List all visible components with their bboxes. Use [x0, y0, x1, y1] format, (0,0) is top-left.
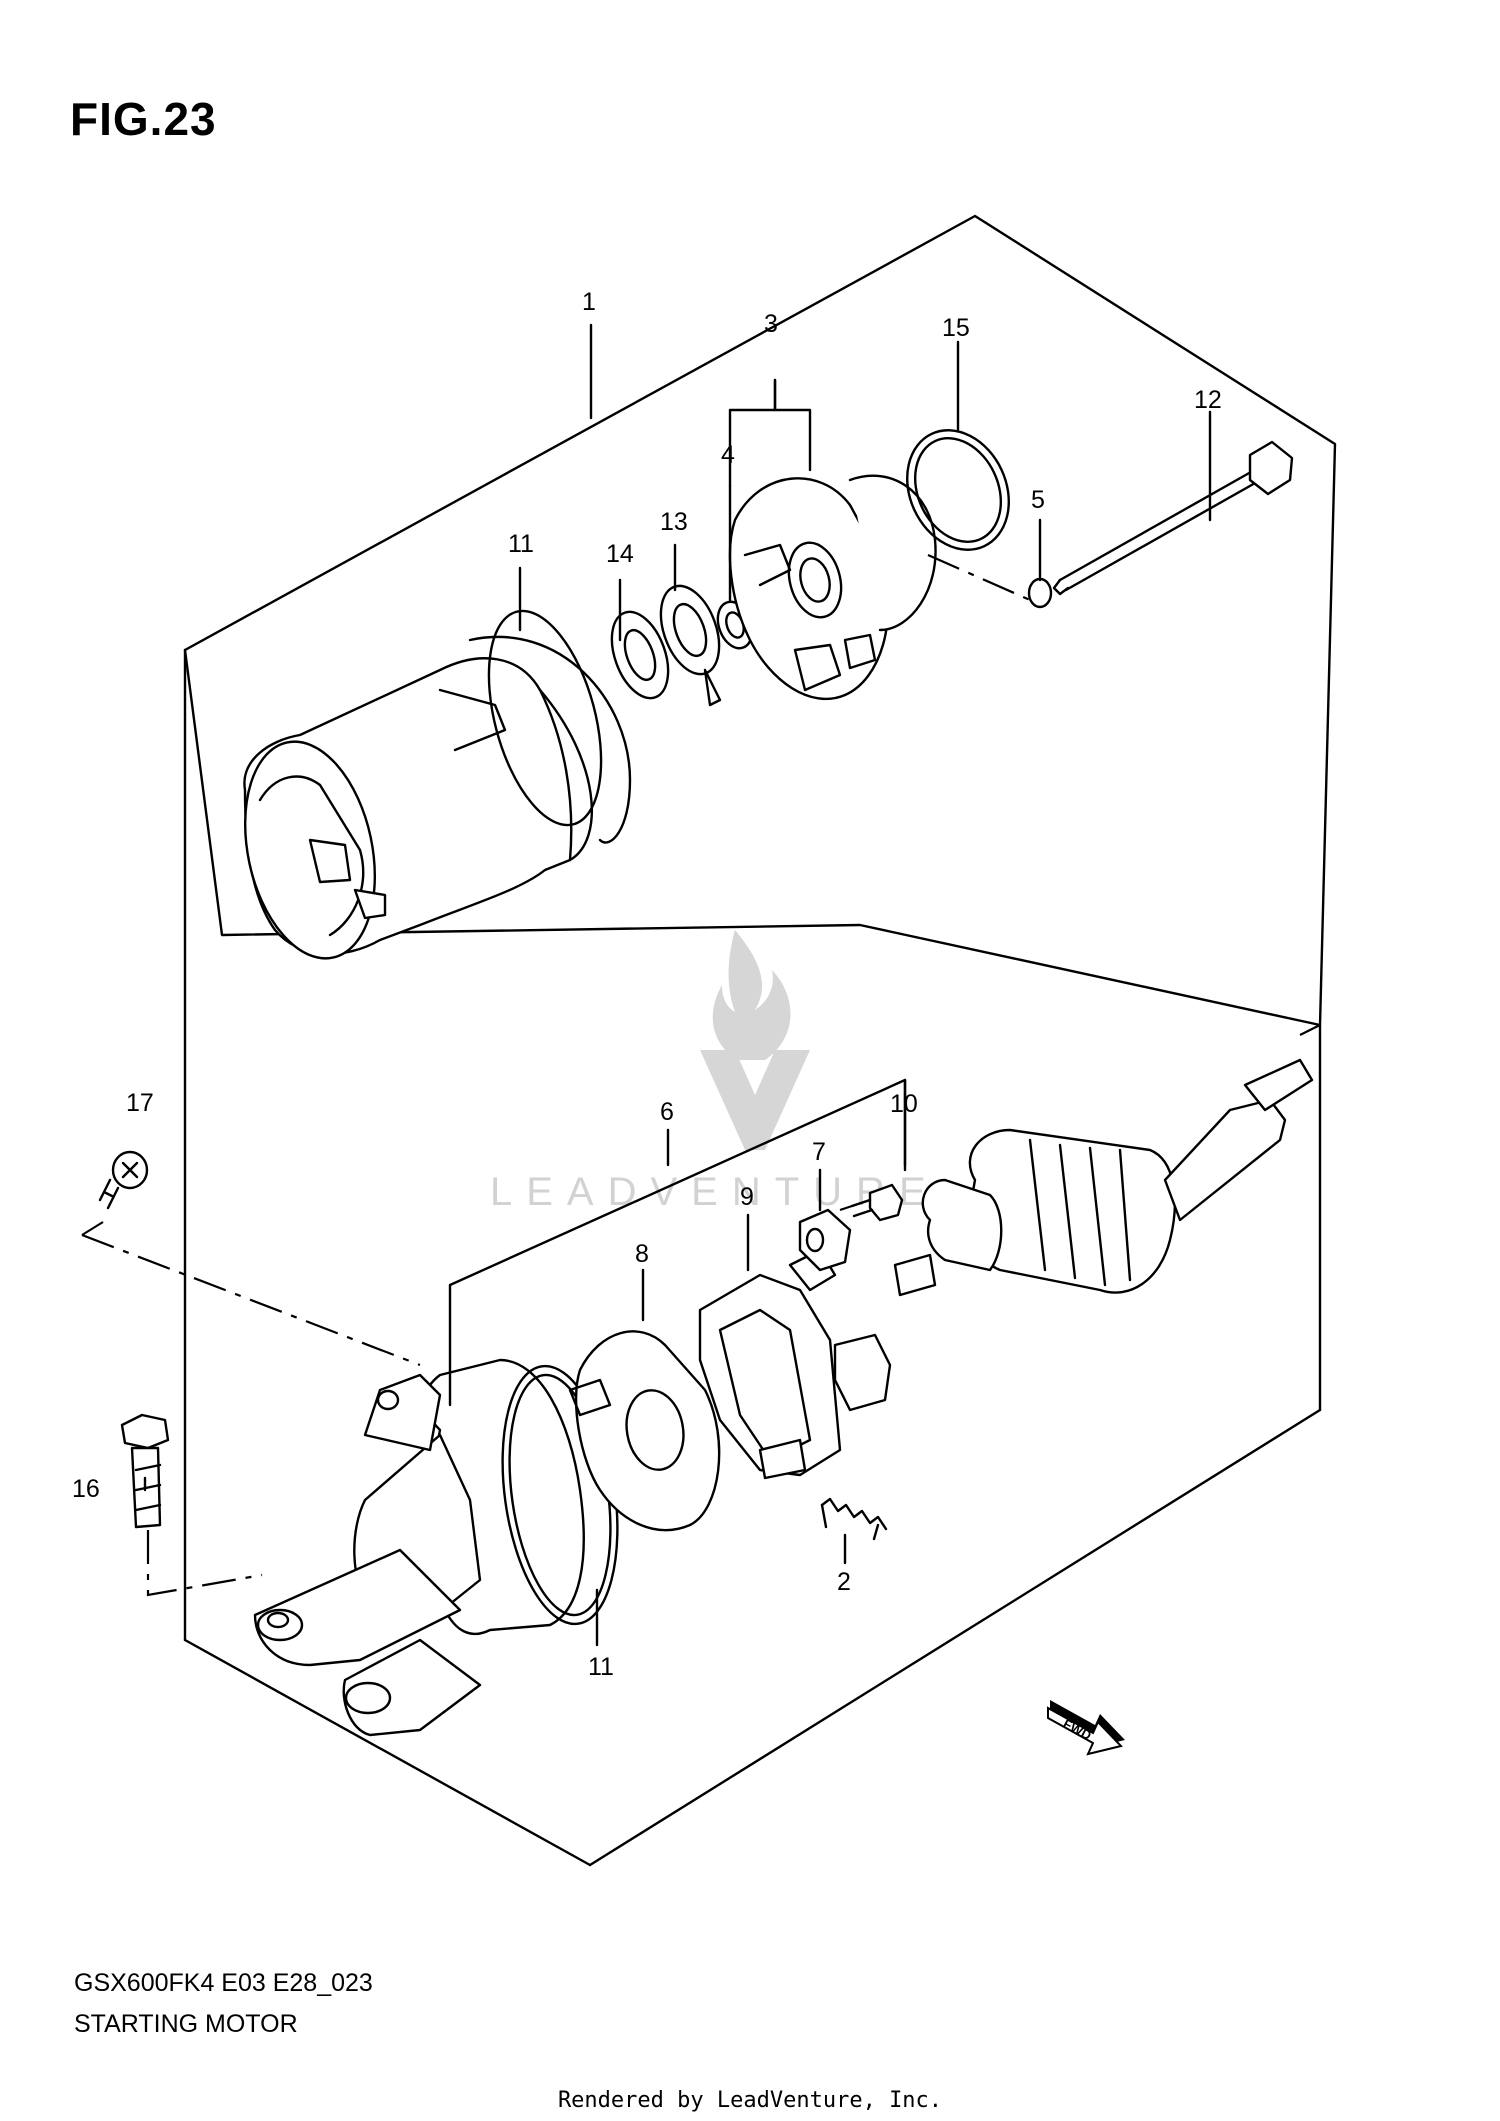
o-ring-end-cover-inner	[913, 437, 1003, 543]
callout-2: 2	[837, 1568, 851, 1596]
callout-8: 8	[635, 1240, 649, 1268]
callout-5: 5	[1031, 486, 1045, 514]
o-ring-yoke	[487, 609, 603, 827]
render-credit: Rendered by LeadVenture, Inc.	[557, 2088, 943, 2113]
fwd-label: FWD	[1061, 1716, 1094, 1743]
callout-7: 7	[812, 1138, 826, 1166]
brush-box-part	[833, 1333, 892, 1412]
figure-title: FIG.23	[70, 93, 217, 145]
callout-17: 17	[126, 1089, 154, 1117]
callout-10: 10	[890, 1090, 918, 1118]
model-code: GSX600FK4 E03 E28_023	[74, 1969, 373, 1997]
upper-leader-lines	[518, 323, 1212, 642]
phillips-screw-part	[98, 1150, 149, 1210]
callout-11-lower: 11	[588, 1653, 614, 1681]
armature-chain-line	[1299, 1024, 1321, 1036]
callout-15: 15	[942, 314, 970, 342]
bolt-leader-upper	[927, 553, 1031, 602]
callout-12: 12	[1194, 386, 1222, 414]
yoke-part	[243, 635, 632, 960]
end-cover-part	[728, 474, 937, 701]
leadventure-watermark: LEADVENTURE	[490, 930, 926, 1214]
brush-part	[798, 1208, 852, 1272]
callout-labels: 1 3 15 12 4 5 13 14 11 10 6 17 7 9 8 16 …	[72, 288, 1222, 1681]
bolt-16-leader	[146, 1530, 263, 1597]
callout-9: 9	[740, 1183, 754, 1211]
fwd-direction-arrow-icon: FWD	[1047, 1700, 1125, 1756]
lower-housing-left-edge	[183, 1638, 592, 1867]
brush-holder-part	[698, 1248, 842, 1480]
screw-10-leader	[839, 1198, 871, 1212]
shim-part	[659, 584, 722, 707]
figure-caption: STARTING MOTOR	[74, 2010, 298, 2038]
mounting-bolt-part	[120, 1413, 170, 1529]
front-bracket-part	[253, 1358, 585, 1737]
callout-4: 4	[721, 441, 735, 469]
brush-plate-part	[568, 1330, 721, 1532]
o-ring-end-cover	[906, 429, 1010, 551]
v-logo-icon	[700, 1050, 810, 1150]
lower-leader-lines	[143, 1078, 907, 1647]
callout-1: 1	[582, 288, 596, 316]
callout-6: 6	[660, 1098, 674, 1126]
callout-16: 16	[72, 1475, 100, 1503]
through-bolt-part	[1052, 440, 1294, 596]
spring-part	[820, 1497, 888, 1541]
callout-3: 3	[764, 310, 778, 338]
callout-11-upper: 11	[508, 530, 534, 558]
screw-17-leader	[81, 1221, 421, 1367]
callout-14: 14	[606, 540, 634, 568]
lower-housing-bottom-edge	[588, 1408, 1322, 1867]
lock-washer-part	[1027, 577, 1053, 609]
callout-13: 13	[660, 508, 688, 536]
armature-part	[893, 1058, 1314, 1297]
flame-logo-icon	[712, 930, 791, 1060]
washer-part	[610, 610, 670, 700]
